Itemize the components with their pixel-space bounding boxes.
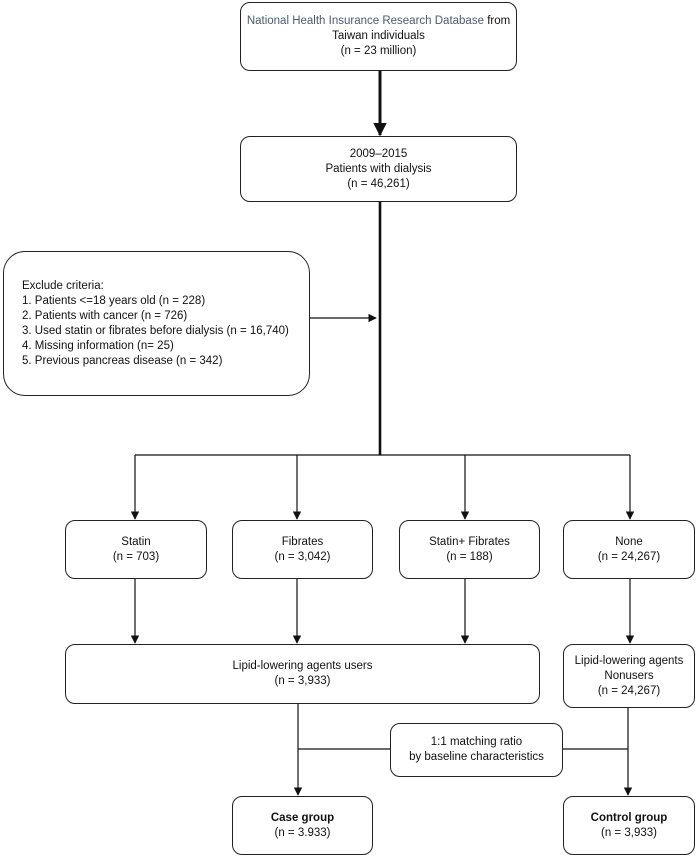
exclude-criteria-box: Exclude criteria: 1. Patients <=18 years…: [3, 251, 310, 396]
exclude-item: 5. Previous pancreas disease (n = 342): [22, 354, 223, 367]
nonusers-count: (n = 24,267): [597, 684, 661, 697]
exclude-item: 4. Missing information (n= 25): [22, 339, 174, 352]
dialysis-box: 2009–2015 Patients with dialysis (n = 46…: [240, 136, 517, 202]
group-fibrates-box: Fibrates (n = 3,042): [232, 520, 373, 579]
dialysis-count: (n = 46,261): [347, 177, 410, 190]
exclude-item: 1. Patients <=18 years old (n = 228): [22, 294, 206, 307]
dialysis-label: Patients with dialysis: [325, 162, 432, 175]
nonusers-box: Lipid-lowering agents Nonusers (n = 24,2…: [563, 644, 695, 708]
matching-box: 1:1 matching ratio by baseline character…: [390, 723, 563, 777]
group-label: None: [615, 535, 643, 548]
group-count: (n = 703): [112, 550, 160, 563]
control-group-box: Control group (n = 3,933): [563, 796, 695, 855]
exclude-title: Exclude criteria:: [22, 279, 104, 292]
group-statin-box: Statin (n = 703): [65, 520, 207, 579]
group-count: (n = 3,042): [274, 550, 331, 563]
dialysis-years: 2009–2015: [349, 147, 408, 160]
matching-line1: 1:1 matching ratio: [430, 736, 523, 748]
exclude-item: 2. Patients with cancer (n = 726): [22, 309, 188, 322]
users-box: Lipid-lowering agents users (n = 3,933): [65, 644, 540, 704]
group-count: (n = 24,267): [597, 550, 661, 563]
group-label: Statin+ Fibrates: [429, 535, 510, 548]
source-count: (n = 23 million): [340, 45, 417, 57]
control-count: (n = 3,933): [601, 826, 657, 839]
exclude-item: 3. Used statin or fibrates before dialys…: [22, 324, 289, 337]
group-statin-fibrates-box: Statin+ Fibrates (n = 188): [399, 520, 540, 579]
nonusers-line2: Nonusers: [604, 669, 654, 682]
group-label: Fibrates: [281, 535, 324, 548]
source-line2: Taiwan individuals: [332, 30, 425, 42]
case-group-box: Case group (n = 3.933): [232, 796, 373, 855]
matching-line2: by baseline characteristics: [409, 751, 544, 763]
source-database-box: National Health Insurance Research Datab…: [240, 2, 517, 71]
group-count: (n = 188): [446, 550, 493, 563]
database-name: National Health Insurance Research Datab…: [246, 15, 484, 27]
nonusers-line1: Lipid-lowering agents: [574, 654, 684, 667]
users-label: Lipid-lowering agents users: [232, 660, 373, 672]
group-none-box: None (n = 24,267): [563, 520, 695, 579]
source-from: from: [487, 15, 511, 27]
users-count: (n = 3,933): [274, 675, 331, 687]
control-label: Control group: [590, 811, 668, 824]
case-count: (n = 3.933): [274, 826, 331, 839]
case-label: Case group: [270, 811, 335, 824]
group-label: Statin: [121, 535, 151, 548]
